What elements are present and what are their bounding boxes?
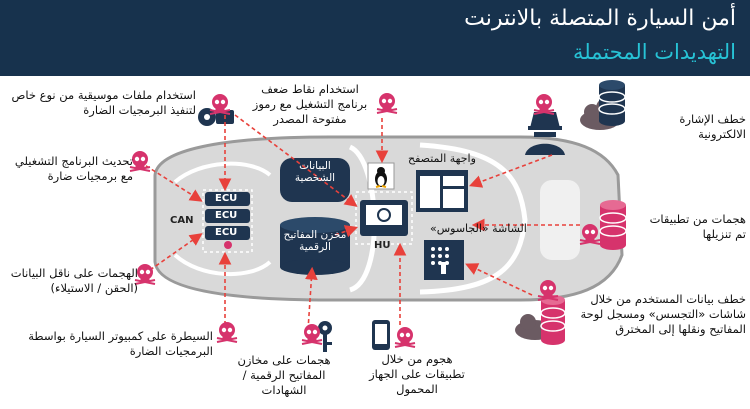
head-unit: [355, 191, 413, 245]
browser-ui-label: واجهة المتصفح: [408, 152, 476, 165]
ecu-label-3: ECU: [215, 227, 238, 238]
ecu-label-2: ECU: [215, 210, 238, 221]
threat-music-files: استخدام ملفات موسيقية من نوع خاص لتنفيذ …: [11, 88, 196, 117]
stolen-data-database-icon: [515, 295, 566, 345]
personal-data-label: البيانات الشخصية: [294, 160, 336, 184]
key-store-cylinder: [280, 217, 350, 275]
app-database-icon: [599, 200, 627, 250]
spy-screen-keypad-icon: [424, 240, 464, 280]
threat-downloaded-apps: هجمات من تطبيقات تم تنزيلها: [649, 212, 746, 241]
personal-data-box: [280, 158, 350, 202]
threat-user-data: خطف بيانات المستخدم من خلال شاشات «التجس…: [580, 292, 746, 336]
attack-arrows: [139, 114, 580, 331]
threat-signal-hijack: خطف الإشارة الالكترونية: [679, 112, 746, 141]
header-bar: أمن السيارة المتصلة بالانترنت التهديدات …: [0, 0, 750, 76]
spy-screen-label: الشاشة «الجاسوس»: [430, 222, 527, 235]
key-store-label: مخزن المفاتيح الرقمية: [283, 229, 347, 253]
browser-window-icon: [416, 170, 468, 212]
ecu-label-1: ECU: [215, 193, 238, 204]
database-icon: [598, 80, 626, 126]
threat-mobile-apps: هجوم من خلال تطبيقات على الجهاز المحمول: [369, 352, 465, 396]
threat-firmware-update: تحديث البرنامج التشغيلي مع برمجيات ضارة: [14, 154, 133, 183]
threat-os-vulnerability: استخدام نقاط ضعف برنامج التشغيل مع رموز …: [252, 82, 368, 126]
page-subtitle: التهديدات المحتملة: [572, 40, 736, 64]
smartphone-icon: [372, 320, 390, 350]
can-label: CAN: [170, 215, 194, 226]
hacker-icon: [525, 112, 565, 155]
key-icon: [318, 321, 332, 352]
threat-data-bus: الهجمات على ناقل البيانات (الحقن / الاست…: [10, 266, 138, 295]
linux-icon: [367, 162, 395, 190]
threat-computer-control: السيطرة على كمبيوتر السيارة بواسطة البرم…: [28, 329, 213, 358]
hu-label: HU: [374, 240, 391, 251]
threat-key-storage: هجمات على مخازن المفاتيح الرقمية / الشها…: [237, 353, 331, 397]
page-title: أمن السيارة المتصلة بالانترنت: [464, 6, 736, 31]
